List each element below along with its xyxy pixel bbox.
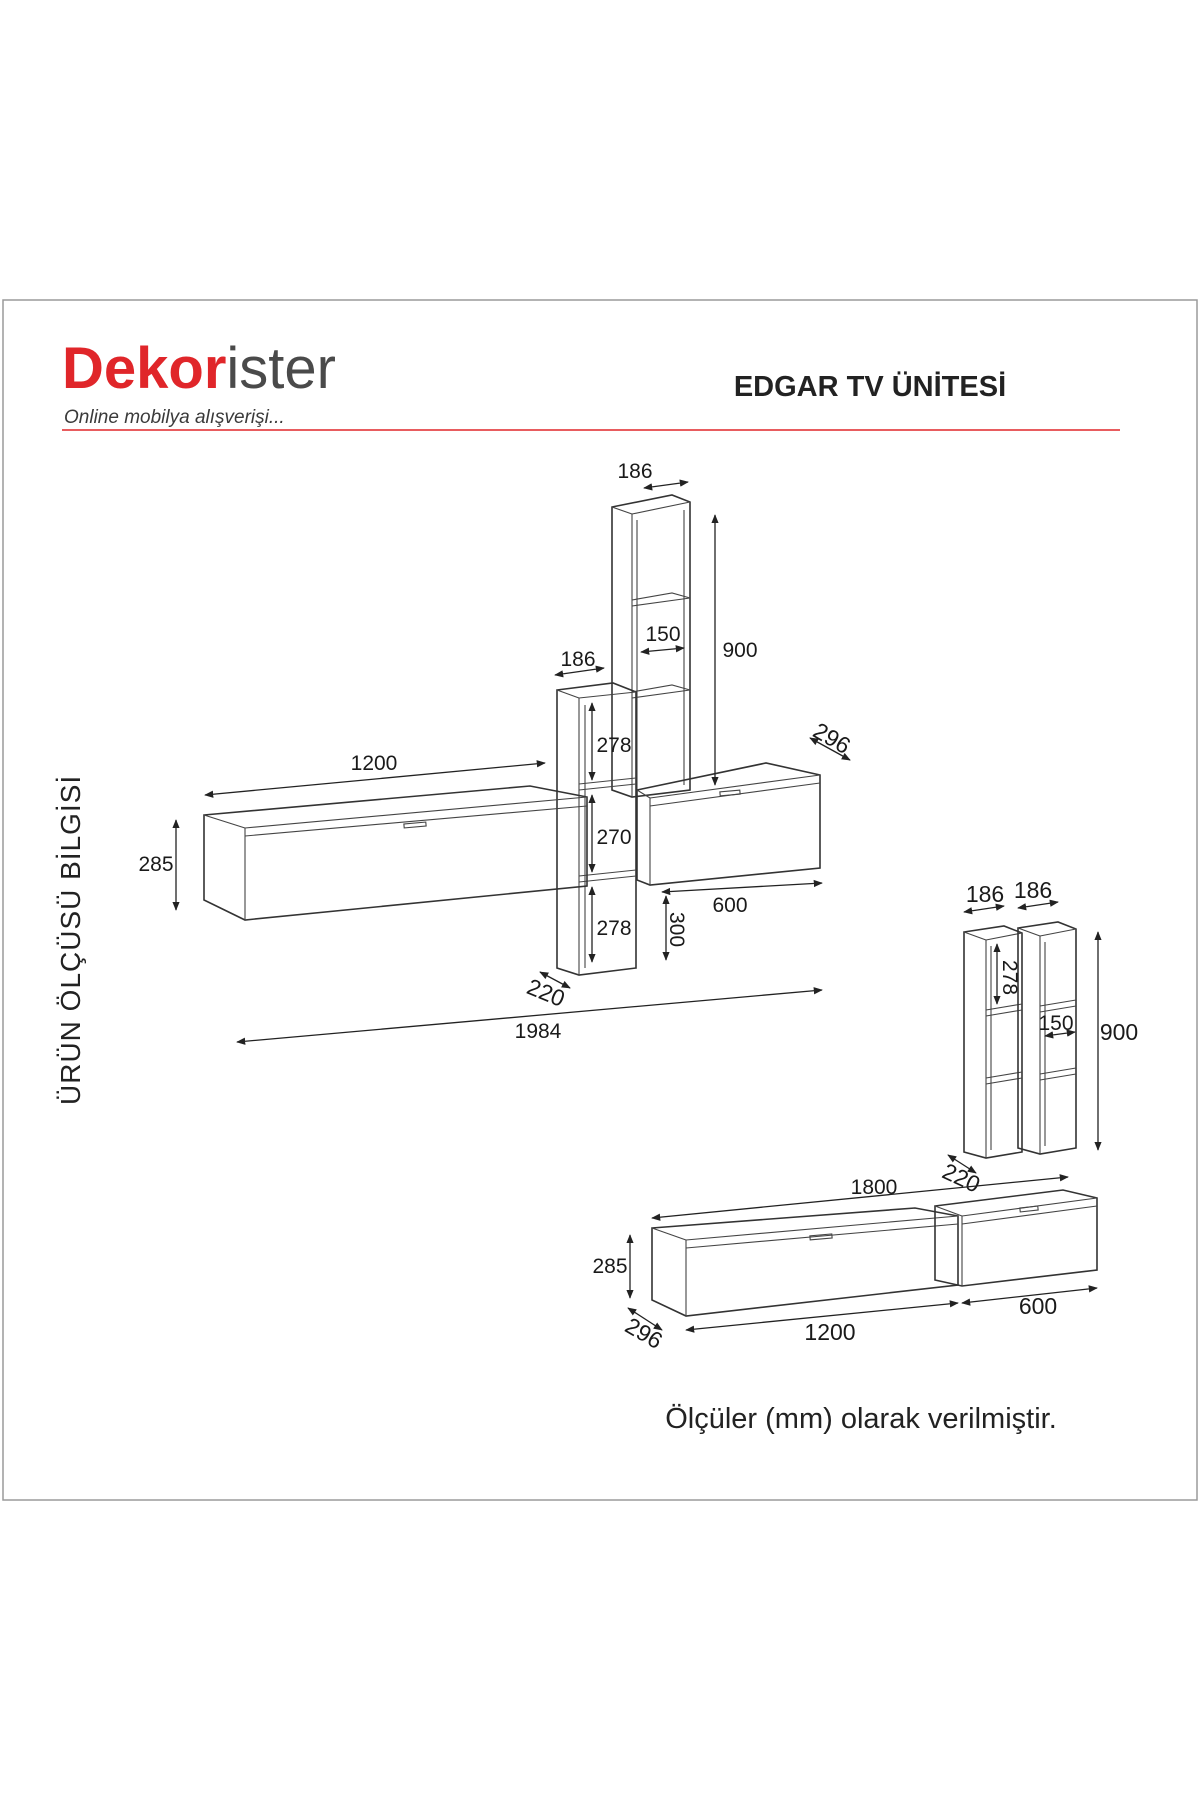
dim-cabinet-depth: 296 [621,1312,667,1354]
separate-small-cabinet [934,1189,1098,1287]
dim-mid-shelf-bottom-gap: 278 [596,917,631,940]
side-label: ÜRÜN ÖLÇÜSÜ BİLGİSİ [55,775,86,1105]
dim-assembled-total-width: 1984 [515,1020,562,1043]
dim-top-shelf-height: 900 [722,639,757,662]
brand-logo: Dekorister Online mobilya alışverişi... [62,336,336,428]
dim-shelf-a-width: 186 [966,881,1004,907]
dim-shelf-gap: 278 [998,960,1021,995]
separate-view: 186 186 278 150 900 220 1800 285 296 120… [592,877,1138,1354]
shelf-unit-b [1017,921,1077,1155]
small-cabinet [636,762,821,886]
dim-shelf-depth: 220 [938,1158,984,1198]
dim-large-cabinet-height: 285 [138,853,173,876]
shelf-unit-a [963,925,1023,1159]
dim-top-shelf-inner: 150 [645,623,680,646]
dim-mid-shelf-top-gap: 278 [596,734,631,757]
dim-small-cabinet-depth: 296 [809,717,855,759]
dim-cabinet-height: 285 [592,1255,627,1278]
large-cabinet [203,785,588,921]
brand-tagline: Online mobilya alışverişi... [64,407,285,428]
dim-mid-shelf-mid-gap: 270 [596,826,631,849]
middle-shelf-unit [556,682,637,976]
dim-small-cabinet-offset: 300 [665,912,688,947]
dim-small-cabinet-width: 600 [712,894,747,917]
dim-separate-total-width: 1800 [851,1176,898,1199]
svg-text:Dekorister: Dekorister [62,336,336,401]
page-frame [2,299,1198,1501]
assembled-view: 186 900 150 186 278 270 278 220 1200 285… [138,460,855,1045]
dim-top-shelf-width: 186 [617,460,652,483]
units-note: Ölçüler (mm) olarak verilmiştir. [665,1403,1057,1435]
brand-name-red: Dekor [62,336,226,401]
dim-shelf-inner: 150 [1038,1012,1073,1035]
brand-name-gray: ister [226,336,336,401]
dim-mid-shelf-width: 186 [560,648,595,671]
page-title: EDGAR TV ÜNİTESİ [734,370,1006,403]
separate-large-cabinet [651,1207,959,1317]
dim-shelf-height: 900 [1100,1019,1138,1045]
dim-shelf-b-width: 186 [1014,877,1052,903]
tall-shelf-unit [611,494,691,798]
dim-separate-large-width: 1200 [804,1319,855,1345]
dim-large-cabinet-width: 1200 [351,752,398,775]
dim-mid-shelf-depth: 220 [523,973,568,1011]
dim-separate-small-width: 600 [1019,1293,1057,1319]
